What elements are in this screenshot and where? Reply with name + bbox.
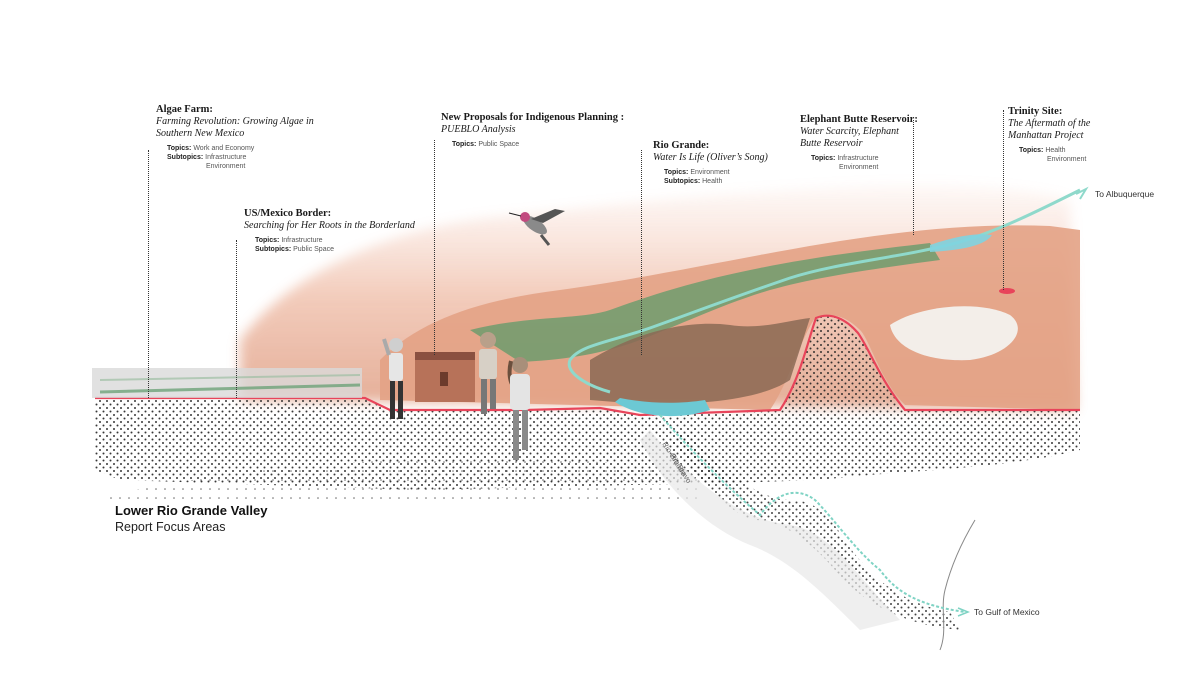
callout-subtitle: Manhattan Project <box>1008 130 1084 141</box>
callout-subtitle: Searching for Her Roots in the Borderlan… <box>244 220 415 231</box>
ground-section <box>95 315 1080 490</box>
callout-meta: Topics: Public Space <box>452 141 520 148</box>
callout-title: Trinity Site: <box>1008 106 1063 117</box>
reservoir <box>930 234 992 252</box>
callout-meta: Topics: Infrastructure Subtopics: Public… <box>255 237 334 253</box>
leader-border <box>236 240 237 398</box>
callout-border[interactable]: US/Mexico Border: Searching for Her Root… <box>244 208 444 254</box>
channel-shadow <box>640 430 900 630</box>
ground-wedge <box>110 458 700 500</box>
callout-subtitle: Butte Reservoir <box>800 138 863 149</box>
coastline <box>939 519 976 651</box>
ground-line <box>95 314 1080 417</box>
callout-title: Elephant Butte Reservoir: <box>800 114 918 125</box>
hummingbird <box>508 209 565 246</box>
destination-gulf-of-mexico: To Gulf of Mexico <box>974 607 1040 617</box>
callout-title: US/Mexico Border: <box>244 208 332 219</box>
callout-title: Rio Grande: <box>653 140 710 151</box>
legend-title: Lower Rio Grande Valley <box>115 503 268 518</box>
callout-meta: Topics: Health Environment <box>1019 147 1087 163</box>
callout-rio-grande[interactable]: Rio Grande: Water Is Life (Oliver’s Song… <box>653 140 803 186</box>
vegetation-strip <box>470 243 940 362</box>
callout-subtitle: Water Scarcity, Elephant <box>800 126 899 137</box>
leader-trinity <box>1003 110 1004 290</box>
leader-algae-farm <box>148 150 149 398</box>
river-to-gulf <box>659 414 966 613</box>
child-figure-left <box>382 338 403 419</box>
callout-title: New Proposals for Indigenous Planning : <box>441 112 625 123</box>
leader-rio-grande <box>641 150 642 355</box>
callout-subtitle: PUEBLO Analysis <box>441 124 516 135</box>
leader-indigenous <box>434 140 435 355</box>
callout-subtitle: Water Is Life (Oliver’s Song) <box>653 152 768 163</box>
callout-trinity-site[interactable]: Trinity Site: The Aftermath of the Manha… <box>1008 106 1138 164</box>
terrain <box>380 225 1080 410</box>
trinity-site-marker <box>999 288 1015 294</box>
callout-algae-farm[interactable]: Algae Farm: Farming Revolution: Growing … <box>156 104 346 171</box>
mountain-ridge <box>590 318 810 405</box>
callout-meta: Topics: Environment Subtopics: Health <box>664 169 730 185</box>
callout-subtitle: Southern New Mexico <box>156 128 245 139</box>
callout-title: Algae Farm: <box>156 104 213 115</box>
destination-albuquerque: To Albuquerque <box>1095 189 1155 199</box>
river-pool <box>615 398 710 417</box>
callout-subtitle: The Aftermath of the <box>1008 118 1091 129</box>
callout-meta: Topics: Work and Economy Subtopics: Infr… <box>167 145 255 170</box>
legend-subtitle: Report Focus Areas <box>115 520 226 534</box>
child-figure-middle <box>479 332 497 414</box>
callout-indigenous-planning[interactable]: New Proposals for Indigenous Planning : … <box>441 112 641 149</box>
callout-subtitle: Farming Revolution: Growing Algae in <box>156 116 314 127</box>
algae-farm-panels <box>92 368 362 398</box>
child-figure-right <box>507 357 530 460</box>
leader-elephant-butte <box>913 120 914 235</box>
salt-flat <box>890 306 1018 361</box>
callout-elephant-butte[interactable]: Elephant Butte Reservoir: Water Scarcity… <box>800 114 940 172</box>
rio-bravo-channel <box>670 430 960 630</box>
callout-meta: Topics: Infrastructure Environment <box>811 155 879 171</box>
